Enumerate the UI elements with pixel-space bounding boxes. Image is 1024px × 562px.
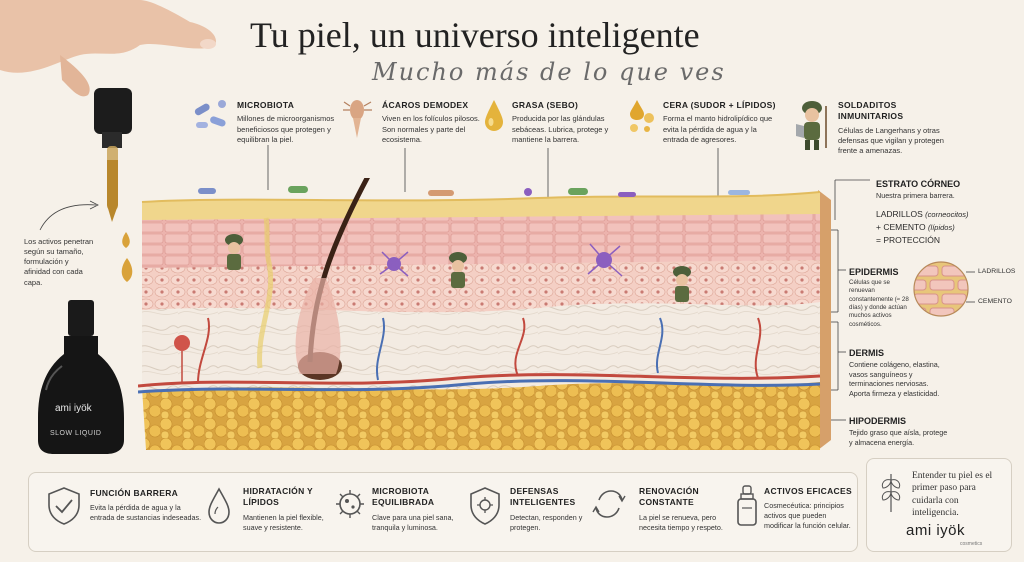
microbe-icon <box>336 490 364 518</box>
leaf-icon <box>881 474 901 512</box>
shield-virus-icon <box>470 487 500 525</box>
inset-label-ladrillos: LADRILLOS <box>978 268 1016 275</box>
bacteria-icon <box>194 100 226 128</box>
actives-arrow <box>39 200 99 231</box>
brand-box <box>866 458 1012 552</box>
skin-cross-section <box>138 178 831 450</box>
shield-check-icon <box>48 487 80 525</box>
brand-message: Entender tu piel es el primer paso para … <box>912 471 993 519</box>
mite-icon <box>343 100 372 138</box>
drop-icon <box>208 487 230 524</box>
bottle-brand: ami iyök <box>55 403 92 414</box>
page-title: Tu piel, un universo inteligente <box>250 15 700 55</box>
bricks-inset-circle <box>913 261 969 317</box>
brand-logo-sub: cosmetics <box>960 541 983 547</box>
hand-dropper-illustration <box>0 0 216 282</box>
oil-drop-icon <box>485 100 503 131</box>
label-ladrillos: LADRILLOS (corneocitos) + CEMENTO (lípid… <box>876 209 969 245</box>
features-panel <box>28 472 858 552</box>
soldier-icon <box>796 101 827 150</box>
bottle-label: SLOW LIQUID <box>50 430 102 437</box>
product-bottle <box>38 300 124 454</box>
callout-grasa: GRASA (SEBO)Producida por las glándulas … <box>512 100 609 144</box>
brand-logo: ami iyök <box>906 522 966 539</box>
callout-cera: CERA (SUDOR + LÍPIDOS)Forma el manto hid… <box>663 100 776 144</box>
inset-label-cemento: CEMENTO <box>978 298 1012 305</box>
cycle-icon <box>592 490 626 518</box>
actives-note: Los activos penetran según su tamaño, fo… <box>24 237 94 287</box>
dropper-bottle-icon <box>737 485 757 526</box>
page-subtitle: Mucho más de lo que ves <box>372 58 726 86</box>
wax-drops-icon <box>630 100 654 132</box>
